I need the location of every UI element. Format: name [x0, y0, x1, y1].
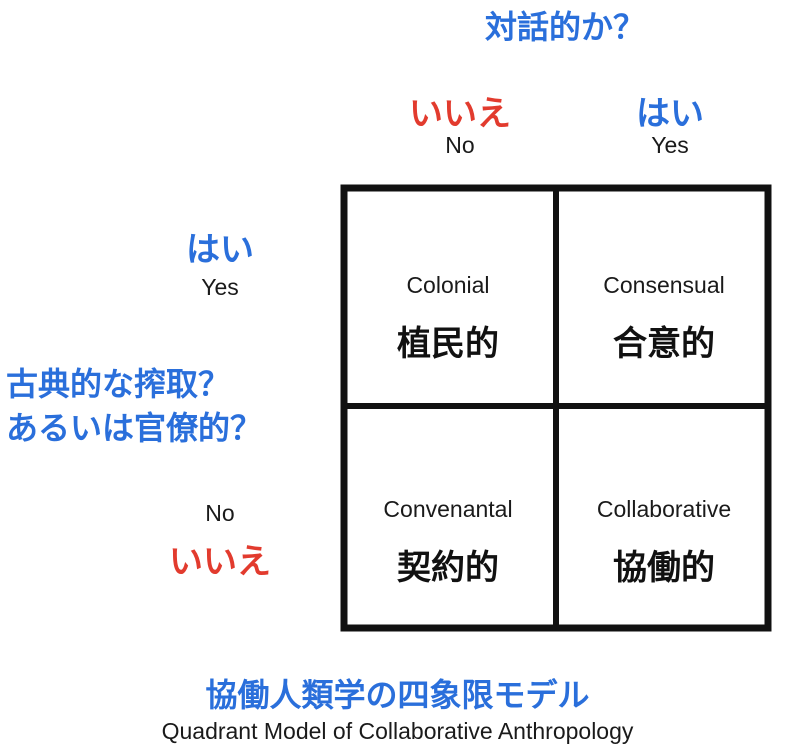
- quadrant-convenantal: Convenantal 契約的: [340, 408, 556, 632]
- quadrant-collaborative-jp: 協働的: [613, 548, 715, 588]
- quadrant-consensual-jp: 合意的: [613, 324, 715, 364]
- quadrant-colonial: Colonial 植民的: [340, 184, 556, 408]
- left-axis-no-jp: いいえ: [169, 542, 271, 582]
- quadrant-grid: Colonial 植民的 Consensual 合意的 Convenantal …: [340, 184, 772, 632]
- top-axis-no-jp: いいえ: [409, 94, 511, 134]
- quadrant-consensual: Consensual 合意的: [556, 184, 772, 408]
- left-axis-question: 古典的な搾取？ あるいは官僚的？: [6, 362, 336, 450]
- quadrant-collaborative-en: Collaborative: [596, 496, 732, 522]
- top-axis-question: 対話的か？: [484, 8, 645, 46]
- left-axis-yes-en: Yes: [201, 274, 239, 300]
- top-axis-no-en: No: [445, 132, 475, 158]
- quadrant-convenantal-en: Convenantal: [383, 496, 513, 522]
- left-axis-question-line2: あるいは官僚的？: [6, 409, 263, 447]
- quadrant-consensual-en: Consensual: [603, 272, 725, 298]
- quadrant-convenantal-jp: 契約的: [397, 548, 499, 588]
- caption-title-en: Quadrant Model of Collaborative Anthropo…: [161, 718, 634, 744]
- left-axis-no-en: No: [205, 500, 235, 526]
- left-axis-question-line1: 古典的な搾取？: [6, 365, 231, 403]
- top-axis-yes-en: Yes: [651, 132, 689, 158]
- quadrant-collaborative: Collaborative 協働的: [556, 408, 772, 632]
- left-axis-yes-jp: はい: [186, 230, 254, 270]
- quadrant-colonial-en: Colonial: [406, 272, 490, 298]
- grid-lines: [340, 184, 772, 632]
- quadrant-colonial-jp: 植民的: [397, 324, 499, 364]
- top-axis-yes-jp: はい: [636, 94, 704, 134]
- caption-title-jp: 協働人類学の四象限モデル: [205, 676, 590, 714]
